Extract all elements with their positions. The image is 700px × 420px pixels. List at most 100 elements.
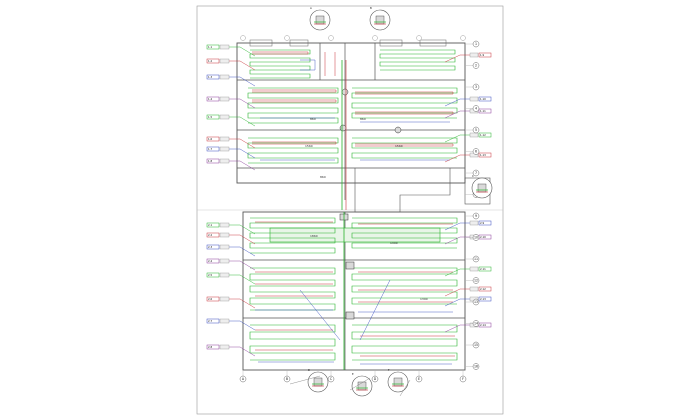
circuit-tag: 2.11 <box>444 266 492 277</box>
axis-marker-label: 10 <box>474 236 478 240</box>
circuit-tag: 1.12 <box>444 132 492 143</box>
circuit-tag-label: 1.9 <box>480 53 484 57</box>
axis-marker-label: 15 <box>474 343 478 347</box>
circuit-tag-label: 1.4 <box>208 97 212 101</box>
circuit-tag-label: 1.5 <box>208 115 212 119</box>
axis-marker: 9 <box>465 212 480 220</box>
axis-marker: E <box>415 35 423 383</box>
circuit-tag: 1.2 <box>206 58 256 71</box>
circuit-tag-label: 2.11 <box>480 267 486 271</box>
circuit-tag: 2.9 <box>444 220 492 231</box>
circuit-tag-label: 1.2 <box>208 59 212 63</box>
circuit-tag: 1.11 <box>444 108 492 119</box>
circuit-tag: 1.1 <box>206 44 256 57</box>
circuit-tag: 1.8 <box>206 158 256 171</box>
axis-marker: 4 <box>465 105 480 112</box>
upper-floor-plan <box>236 39 491 213</box>
axis-marker-label: D <box>374 377 377 381</box>
circuit-tag-label: 1.8 <box>208 159 212 163</box>
detail-callout-label: F <box>388 368 390 372</box>
dimension-label: 860 <box>360 117 366 121</box>
circuit-tag: 1.10 <box>444 96 492 107</box>
circuit-tag: 1.5 <box>206 114 256 127</box>
axis-marker: 1 <box>465 40 480 48</box>
circuit-tag-label: 2.5 <box>208 273 212 277</box>
circuit-tag-label: 2.7 <box>208 319 212 323</box>
manifold-box <box>345 261 355 270</box>
axis-marker-label: C <box>330 377 333 381</box>
circuit-tag: 2.10 <box>444 234 492 245</box>
detail-callout-label: A <box>310 6 312 10</box>
detail-callout: A <box>309 6 331 31</box>
detail-callout: D <box>307 368 329 393</box>
circuit-tag-label: 1.12 <box>480 133 486 137</box>
axis-marker-label: 4 <box>475 107 477 111</box>
detail-callout-label: D <box>308 368 310 372</box>
axis-marker-label: 11 <box>474 257 478 261</box>
circuit-tag-label: 2.2 <box>208 233 212 237</box>
axis-marker-label: 5 <box>475 128 477 132</box>
left-circuit-tags: 1.11.21.31.41.51.61.71.82.12.22.32.42.52… <box>206 44 256 357</box>
circuit-tag: 2.7 <box>206 318 256 331</box>
detail-callout-label: C <box>472 174 474 178</box>
circuit-tag: 1.13 <box>444 152 492 163</box>
circuit-tag-label: 1.10 <box>480 97 486 101</box>
axis-marker-label: 6 <box>475 150 477 154</box>
manifold-marker <box>341 88 349 96</box>
axis-marker: 14 <box>465 320 480 327</box>
circuit-tag-label: 2.1 <box>208 223 212 227</box>
circuit-tag: 2.6 <box>206 296 256 309</box>
axis-marker: A <box>239 35 247 383</box>
right-circuit-tags: 1.91.101.111.121.132.92.102.112.122.132.… <box>444 52 492 333</box>
axis-marker-label: B <box>286 377 288 381</box>
axis-marker: 16 <box>465 363 480 370</box>
axis-marker: C <box>327 35 335 383</box>
circuit-tag-label: 2.6 <box>208 297 212 301</box>
dimension-label: 860 <box>320 175 326 179</box>
axis-marker: 3 <box>465 83 480 91</box>
axis-marker: 11 <box>465 255 480 263</box>
axis-marker-label: 1 <box>475 42 477 46</box>
axis-marker: F <box>459 35 467 383</box>
circuit-tag: 2.14 <box>444 322 492 333</box>
circuit-tag: 2.5 <box>206 272 256 285</box>
manifold-box <box>345 311 355 320</box>
circuit-tag: 2.13 <box>444 296 492 307</box>
circuit-tag: 2.2 <box>206 232 256 245</box>
circuit-tag-label: 1.11 <box>480 109 486 113</box>
axis-marker-label: 7 <box>475 171 477 175</box>
circuit-tag: 2.8 <box>206 344 256 357</box>
circuit-tag-label: 2.3 <box>208 245 212 249</box>
circuit-tag: 1.4 <box>206 96 256 109</box>
axis-marker-label: 13 <box>474 300 478 304</box>
circuit-tag-label: 1.1 <box>208 45 212 49</box>
dimension-label: 1860 <box>310 234 318 238</box>
axis-marker: 15 <box>465 341 480 349</box>
axis-marker-label: 2 <box>475 64 477 68</box>
dimension-labels: 860 860 1560 1560 860 1860 1390 1390 <box>305 117 428 301</box>
circuit-tag-label: 2.4 <box>208 259 212 263</box>
detail-callout: F <box>387 368 409 393</box>
circuit-tag-label: 2.13 <box>480 297 486 301</box>
dimension-label: 860 <box>310 117 316 121</box>
axis-markers-right: 12345678910111213141516 <box>465 40 480 370</box>
detail-callout: C <box>471 174 493 199</box>
detail-callout: E <box>351 372 373 397</box>
dimension-label: 1390 <box>420 297 428 301</box>
dimension-label: 1390 <box>390 241 398 245</box>
axis-marker: 7 <box>465 169 480 177</box>
circuit-tag-label: 2.10 <box>480 235 486 239</box>
axis-marker: B <box>283 35 291 383</box>
circuit-tag: 2.4 <box>206 258 256 271</box>
axis-marker-label: E <box>418 377 420 381</box>
axis-markers-bottom: A B C D E F <box>239 35 467 383</box>
circuit-tag: 1.7 <box>206 146 256 159</box>
circuit-tag: 1.9 <box>444 52 492 63</box>
circuit-tag-label: 2.8 <box>208 345 212 349</box>
lower-floor-plan <box>242 211 466 371</box>
axis-marker-label: 16 <box>474 365 478 369</box>
circuit-tag-label: 1.7 <box>208 147 212 151</box>
axis-marker: 13 <box>465 298 480 306</box>
